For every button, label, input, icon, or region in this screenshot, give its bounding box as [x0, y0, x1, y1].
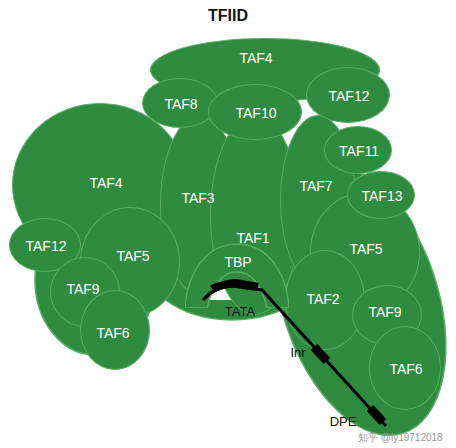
subunit-label: TAF12 [329, 89, 370, 103]
subunit-label: TAF9 [368, 305, 401, 319]
subunit-label: TAF11 [339, 144, 379, 158]
tbp-outline [185, 242, 289, 308]
subunit-label: TAF1 [236, 231, 269, 245]
subunit-label: TAF5 [349, 242, 382, 256]
taf-subunit: TAF6 [80, 290, 150, 370]
taf-subunit: TAF12 [306, 67, 390, 123]
subunit-label: TAF3 [181, 191, 214, 205]
taf-subunit: TAF8 [142, 78, 218, 128]
element-label: Inr [290, 346, 305, 359]
subunit-label: TAF12 [26, 239, 67, 253]
tbp-shape [185, 244, 289, 308]
subunit-label: TAF8 [164, 97, 197, 111]
element-label: DPE [330, 415, 357, 428]
watermark: 知乎 @ly19712018 [358, 433, 443, 443]
inr-box [314, 347, 327, 361]
subunit-label: TAF10 [236, 106, 277, 120]
taf-subunit: TAF11 [324, 126, 392, 174]
subunit-label: TAF7 [299, 179, 332, 193]
tbp-protein: TBP [185, 242, 289, 308]
taf-subunit: TAF13 [347, 171, 415, 219]
taf-subunit: TAF10 [208, 84, 302, 140]
subunit-label: TAF4 [239, 51, 272, 65]
element-label: TATA [225, 305, 255, 318]
taf-subunit: TAF2 [285, 250, 365, 350]
taf-subunit: TAF6 [369, 326, 441, 410]
tata-box [212, 283, 258, 289]
subunit-label: TAF9 [66, 282, 99, 296]
diagram-title: TFIID [208, 7, 248, 25]
subunit-label: TBP [224, 255, 251, 269]
dpe-box [370, 408, 383, 422]
subunit-label: TAF2 [306, 292, 339, 306]
subunit-label: TAF4 [89, 176, 122, 190]
subunit-label: TAF13 [362, 189, 403, 203]
dna-strand [203, 286, 386, 426]
subunit-label: TAF6 [96, 326, 129, 340]
subunit-label: TAF6 [389, 362, 422, 376]
subunit-label: TAF5 [116, 249, 149, 263]
